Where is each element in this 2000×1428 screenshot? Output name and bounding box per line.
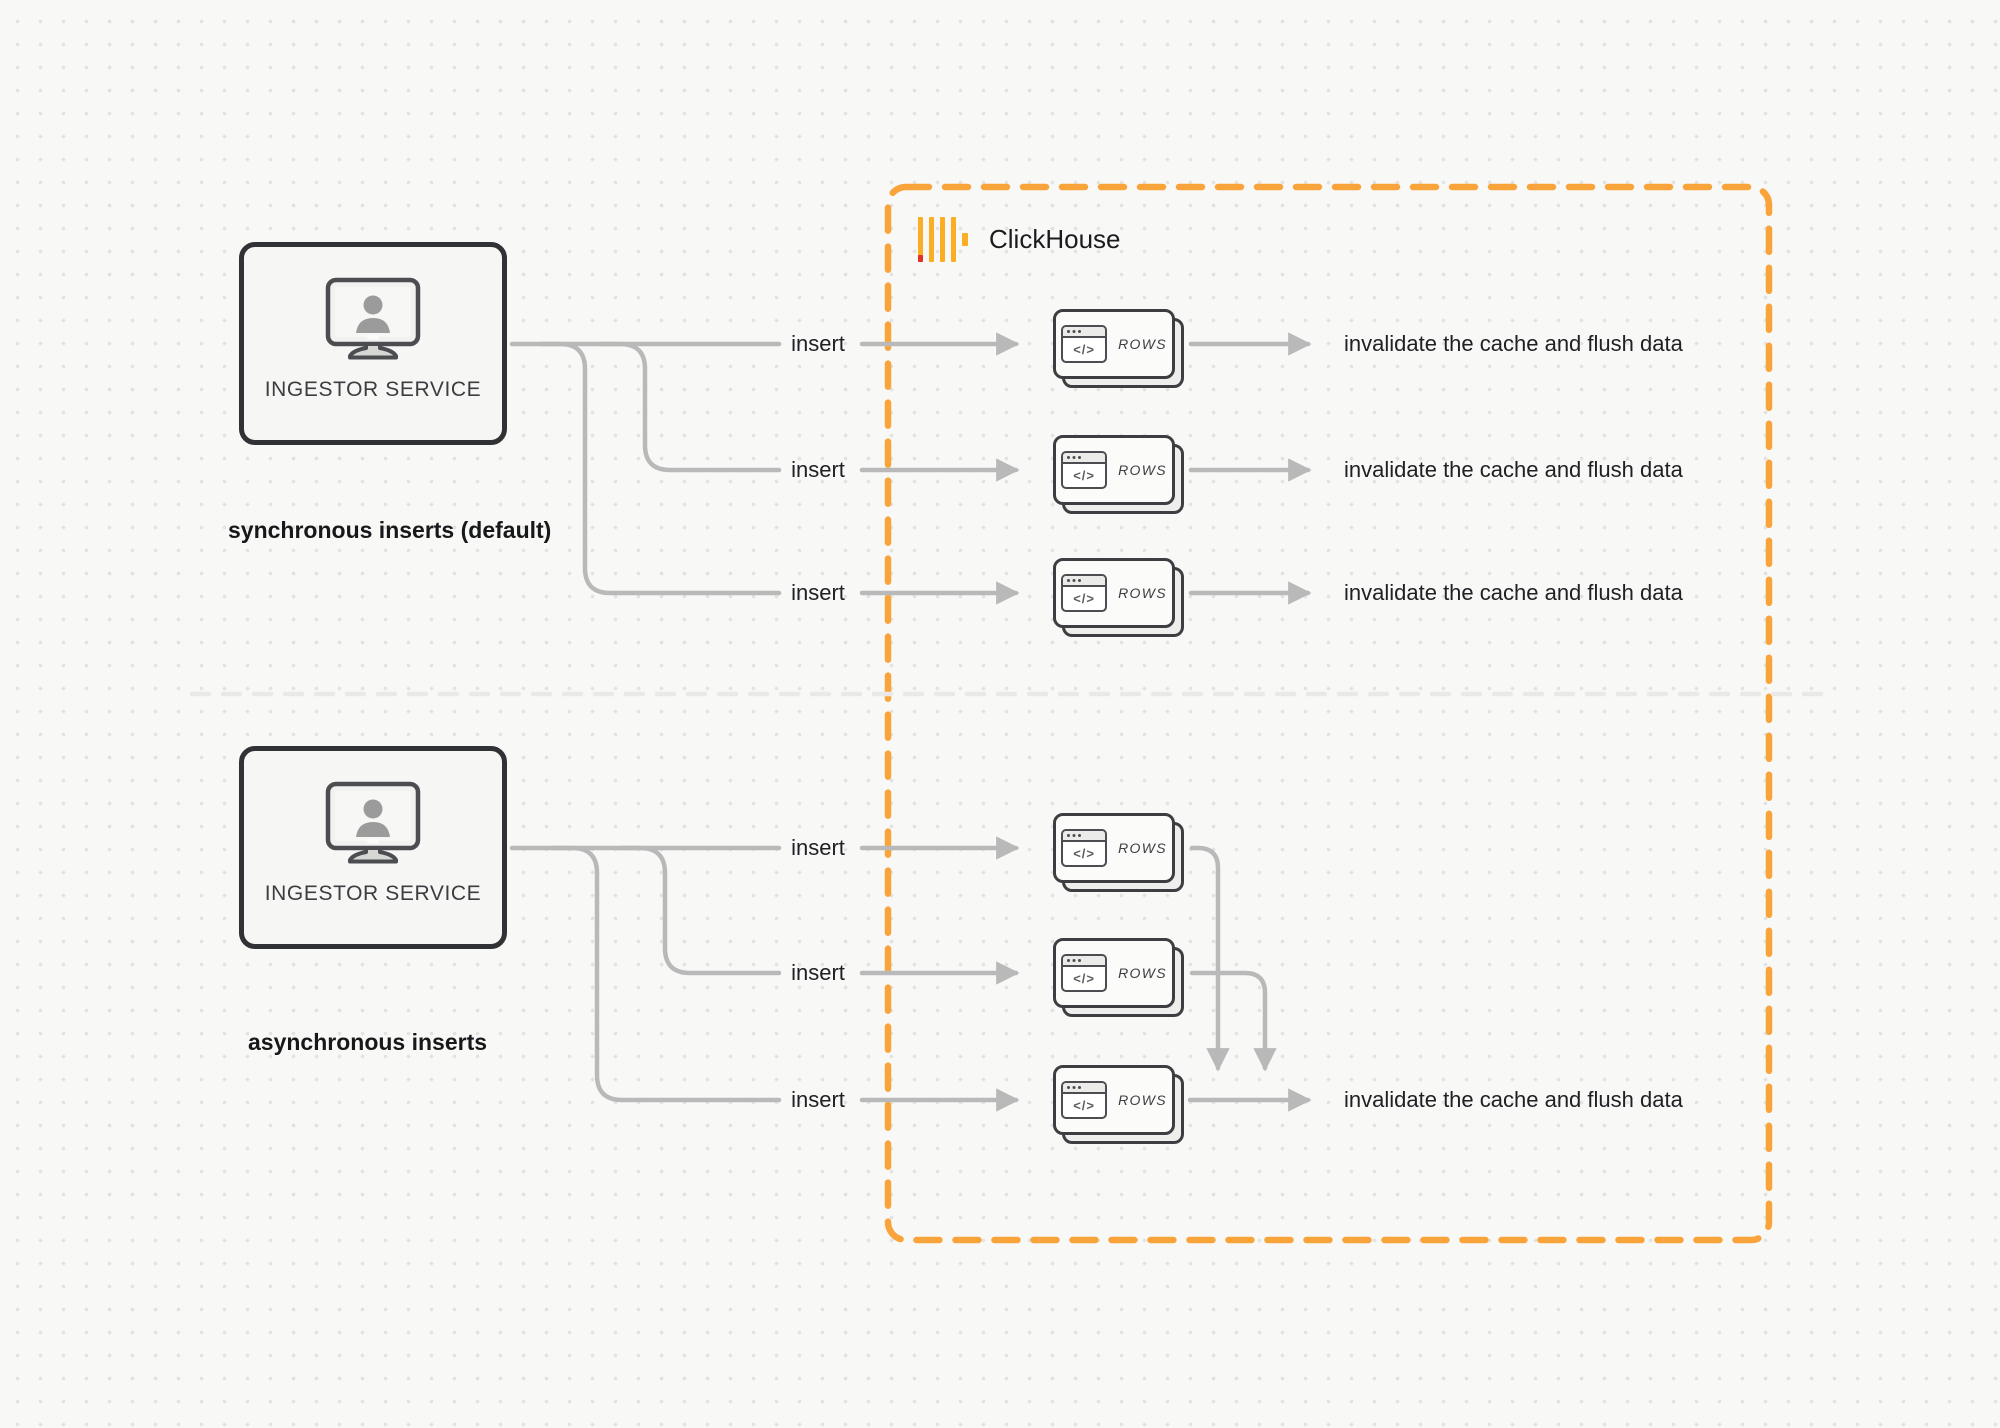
async-section-caption: asynchronous inserts [248,1029,488,1055]
rows-card-label: ROWS [1118,462,1167,478]
browser-window-icon: </> [1061,574,1108,612]
code-glyph: </> [1073,970,1095,986]
logo-bar [940,217,945,262]
logo-bar [962,233,968,246]
rows-card: </> ROWS [1053,558,1184,637]
clickhouse-boundary [884,183,1773,1244]
connector [537,341,782,596]
ingestor-service-label: INGESTOR SERVICE [264,378,482,401]
rows-card-label: ROWS [1118,1092,1167,1108]
clickhouse-logo-icon [918,217,968,262]
rows-card-label: ROWS [1118,840,1167,856]
connector [617,845,782,976]
logo-bar [951,217,956,262]
rows-card: </> ROWS [1053,435,1184,514]
async-connectors [509,836,1312,1112]
monitor-user-icon [325,277,421,365]
insert-label: insert [791,960,845,985]
connector [549,845,782,1103]
rows-card-front: </> ROWS [1053,309,1175,379]
code-glyph: </> [1073,590,1095,606]
rows-card-front: </> ROWS [1053,938,1175,1008]
browser-window-icon: </> [1061,829,1108,867]
rows-card-front: </> ROWS [1053,558,1175,628]
invalidate-label: invalidate the cache and flush data [1344,1087,1683,1112]
rows-card: </> ROWS [1053,813,1184,892]
rows-card: </> ROWS [1053,309,1184,388]
rows-card: </> ROWS [1053,938,1184,1017]
insert-label: insert [791,457,845,482]
logo-bar [918,217,923,262]
rows-card-label: ROWS [1118,965,1167,981]
browser-window-icon: </> [1061,325,1108,363]
invalidate-label: invalidate the cache and flush data [1344,457,1683,482]
insert-label: insert [791,331,845,356]
browser-window-icon: </> [1061,1081,1108,1119]
insert-label: insert [791,580,845,605]
code-glyph: </> [1073,1097,1095,1113]
connector [597,341,782,473]
clickhouse-wordmark: ClickHouse [989,224,1121,254]
invalidate-label: invalidate the cache and flush data [1344,331,1683,356]
browser-window-icon: </> [1061,954,1108,992]
rows-card-label: ROWS [1118,585,1167,601]
browser-window-icon: </> [1061,451,1108,489]
insert-label: insert [791,1087,845,1112]
ingestor-service-box-async: INGESTOR SERVICE [239,746,507,949]
code-glyph: </> [1073,467,1095,483]
monitor-user-icon [325,781,421,869]
rows-card-label: ROWS [1118,336,1167,352]
invalidate-label: invalidate the cache and flush data [1344,580,1683,605]
ingestor-service-label: INGESTOR SERVICE [264,882,482,905]
rows-card-front: </> ROWS [1053,1065,1175,1135]
rows-card-front: </> ROWS [1053,813,1175,883]
clickhouse-logo: ClickHouse [918,217,1121,262]
logo-bar [929,217,934,262]
insert-label: insert [791,835,845,860]
sync-connectors [509,332,1312,605]
flush-arrow [1189,970,1277,1072]
code-glyph: </> [1073,845,1095,861]
rows-card-front: </> ROWS [1053,435,1175,505]
sync-section-caption: synchronous inserts (default) [228,517,552,543]
rows-card: </> ROWS [1053,1065,1184,1144]
flush-arrow [1189,845,1230,1072]
code-glyph: </> [1073,341,1095,357]
ingestor-service-box-sync: INGESTOR SERVICE [239,242,507,445]
